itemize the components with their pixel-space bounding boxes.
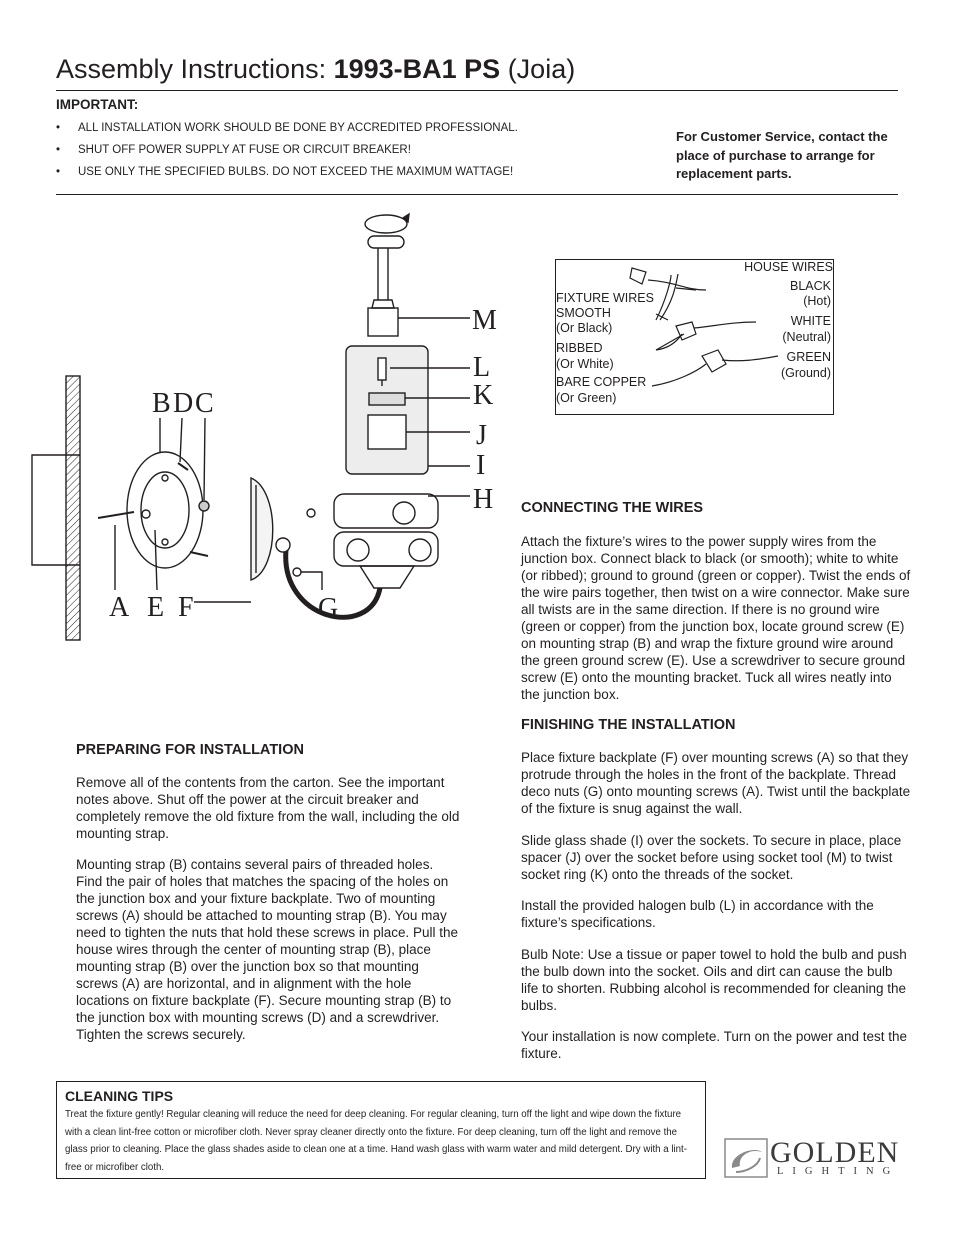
finishing-paragraph: Bulb Note: Use a tissue or paper towel t… <box>521 947 907 1013</box>
assembly-diagram: M L K J I H B D C A E F G <box>31 212 497 641</box>
cleaning-text: Treat the fixture gently! Regular cleani… <box>65 1109 687 1173</box>
glass-shade <box>345 345 429 475</box>
logo-wordmark: GOLDEN <box>770 1136 900 1169</box>
preparing-heading: PREPARING FOR INSTALLATION <box>76 742 304 758</box>
finishing-paragraph: Install the provided halogen bulb (L) in… <box>521 898 874 930</box>
label-l: L <box>473 352 490 383</box>
label-b: B <box>152 388 171 419</box>
label-d: D <box>173 388 193 419</box>
smooth-label: SMOOTH <box>556 306 611 320</box>
warning-item: USE ONLY THE SPECIFIED BULBS. DO NOT EXC… <box>56 164 518 186</box>
halogen-bulb <box>377 357 387 381</box>
label-m: M <box>472 305 497 336</box>
junction-box <box>31 454 80 566</box>
bare-copper-label: BARE COPPER <box>556 375 647 389</box>
label-h: H <box>473 484 493 515</box>
backplate <box>250 476 274 581</box>
ribbed-label: RIBBED <box>556 341 603 355</box>
connecting-text: Attach the fixture’s wires to the power … <box>521 534 911 702</box>
divider <box>56 90 898 91</box>
ground-label: (Ground) <box>780 366 831 380</box>
hot-label: (Hot) <box>803 294 831 308</box>
wire-nut-icon <box>701 349 727 373</box>
white-label: WHITE <box>790 314 831 328</box>
wall <box>65 375 81 641</box>
spacer <box>367 414 407 450</box>
finishing-paragraph: Slide glass shade (I) over the sockets. … <box>521 833 902 882</box>
part-labels: M L K J I H B D C A E F G <box>109 305 497 624</box>
house-wires-label: HOUSE WIRES <box>744 260 833 274</box>
preparing-paragraph: Mounting strap (B) contains several pair… <box>76 857 458 1042</box>
label-k: K <box>473 380 493 411</box>
model-number: 1993-BA1 PS <box>333 54 501 84</box>
label-e: E <box>147 592 164 623</box>
warning-list: ALL INSTALLATION WORK SHOULD BE DONE BY … <box>56 120 518 186</box>
page-title: Assembly Instructions: 1993-BA1 PS (Joia… <box>56 54 576 84</box>
warning-item: ALL INSTALLATION WORK SHOULD BE DONE BY … <box>56 120 518 142</box>
or-white-label: (Or White) <box>556 357 614 371</box>
divider <box>56 194 898 195</box>
finishing-paragraph: Your installation is now complete. Turn … <box>521 1029 907 1061</box>
fixture-wires-label: FIXTURE WIRES <box>556 291 654 305</box>
glass-body-upper <box>333 493 439 529</box>
mounting-strap <box>126 451 204 569</box>
wiring-diagram: HOUSE WIRES BLACK (Hot) WHITE (Neutral) … <box>555 259 834 415</box>
wire-nut-icon <box>629 267 647 285</box>
important-heading: IMPORTANT: <box>56 97 139 112</box>
or-black-label: (Or Black) <box>556 321 613 335</box>
customer-service-note: For Customer Service, contact the place … <box>676 129 888 181</box>
green-label: GREEN <box>786 350 831 364</box>
cleaning-heading: CLEANING TIPS <box>65 1088 174 1104</box>
preparing-paragraph: Remove all of the contents from the cart… <box>76 775 460 841</box>
label-a: A <box>109 592 130 623</box>
cleaning-tips-box: CLEANING TIPS Treat the fixture gently! … <box>56 1081 706 1179</box>
neutral-label: (Neutral) <box>782 330 831 344</box>
warning-item: SHUT OFF POWER SUPPLY AT FUSE OR CIRCUIT… <box>56 142 518 164</box>
black-label: BLACK <box>790 279 831 293</box>
finishing-heading: FINISHING THE INSTALLATION <box>521 717 736 733</box>
label-c: C <box>195 388 214 419</box>
wire-connectors <box>629 267 779 387</box>
label-g: G <box>318 593 338 624</box>
connecting-heading: CONNECTING THE WIRES <box>521 500 704 516</box>
label-j: J <box>476 420 487 451</box>
socket-tool <box>367 307 399 337</box>
or-green-label: (Or Green) <box>556 391 617 405</box>
label-i: I <box>476 450 485 481</box>
socket-ring <box>368 392 406 406</box>
golden-lighting-logo-icon <box>724 1138 768 1178</box>
rotate-arrow-icon <box>364 214 408 234</box>
finishing-paragraph: Place fixture backplate (F) over mountin… <box>521 750 911 816</box>
label-f: F <box>178 592 194 623</box>
logo-subtitle: LIGHTING <box>777 1166 900 1177</box>
